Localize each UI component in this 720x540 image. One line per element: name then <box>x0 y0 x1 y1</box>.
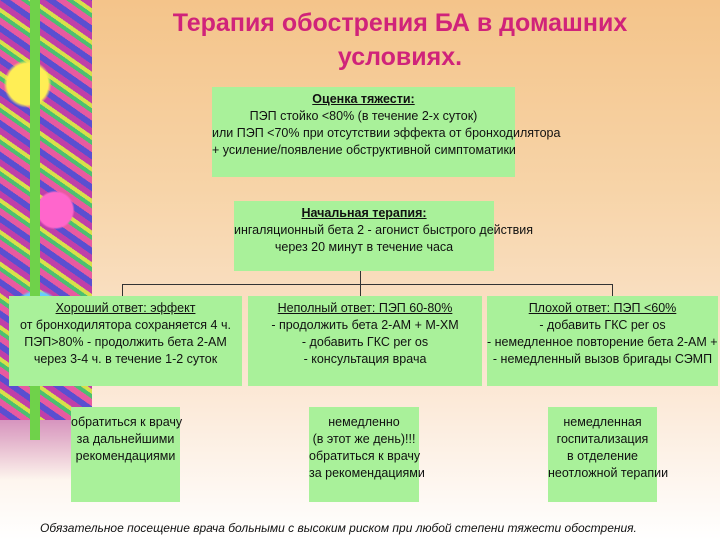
partial-response-line: - консультация врача <box>248 351 482 368</box>
action-line: за рекомендациями <box>309 465 419 482</box>
good-response-line: ПЭП>80% - продолжить бета 2-АМ <box>9 334 242 351</box>
initial-therapy-line: ингаляционный бета 2 - агонист быстрого … <box>234 222 494 239</box>
action-line: госпитализация <box>548 431 657 448</box>
action-line: обратиться к врачу <box>71 414 180 431</box>
connector-left-vertical <box>122 284 123 296</box>
connector-top-horizontal <box>122 284 612 285</box>
action-line: рекомендациями <box>71 448 180 465</box>
initial-therapy-line: через 20 минут в течение часа <box>234 239 494 256</box>
assessment-line: или ПЭП <70% при отсутствии эффекта от б… <box>212 125 515 142</box>
good-response-heading: Хороший ответ: эффект <box>9 300 242 317</box>
action-box-good: обратиться к врачу за дальнейшими рекоме… <box>71 407 180 502</box>
partial-response-line: - добавить ГКС per os <box>248 334 482 351</box>
assessment-line: ПЭП стойко <80% (в течение 2-х суток) <box>212 108 515 125</box>
partial-response-line: - продолжить бета 2-АМ + М-ХМ <box>248 317 482 334</box>
poor-response-heading: Плохой ответ: ПЭП <60% <box>487 300 718 317</box>
poor-response-box: Плохой ответ: ПЭП <60% - добавить ГКС pe… <box>487 296 718 386</box>
poor-response-line: - добавить ГКС per os <box>487 317 718 334</box>
action-line: немедленная <box>548 414 657 431</box>
partial-response-box: Неполный ответ: ПЭП 60-80% - продолжить … <box>248 296 482 386</box>
connector-right-vertical <box>612 284 613 296</box>
action-line: (в этот же день)!!! <box>309 431 419 448</box>
action-box-poor: немедленная госпитализация в отделение н… <box>548 407 657 502</box>
assessment-heading: Оценка тяжести: <box>212 91 515 108</box>
page-title: Терапия обострения БА в домашних условия… <box>95 6 705 74</box>
good-response-line: от бронходилятора сохраняется 4 ч. <box>9 317 242 334</box>
poor-response-line: - немедленное повторение бета 2-АМ + М-Х… <box>487 334 718 351</box>
action-line: за дальнейшими <box>71 431 180 448</box>
action-box-partial: немедленно (в этот же день)!!! обратитьс… <box>309 407 419 502</box>
action-line: обратиться к врачу <box>309 448 419 465</box>
initial-therapy-heading: Начальная терапия: <box>234 205 494 222</box>
assessment-box: Оценка тяжести: ПЭП стойко <80% (в течен… <box>212 87 515 177</box>
good-response-box: Хороший ответ: эффект от бронходилятора … <box>9 296 242 386</box>
action-line: немедленно <box>309 414 419 431</box>
action-line: в отделение <box>548 448 657 465</box>
connector-center-vertical <box>360 271 361 296</box>
initial-therapy-box: Начальная терапия: ингаляционный бета 2 … <box>234 201 494 271</box>
poor-response-line: - немедленный вызов бригады СЭМП <box>487 351 718 368</box>
good-response-line: через 3-4 ч. в течение 1-2 суток <box>9 351 242 368</box>
action-line: неотложной терапии <box>548 465 657 482</box>
partial-response-heading: Неполный ответ: ПЭП 60-80% <box>248 300 482 317</box>
footnote: Обязательное посещение врача больными с … <box>40 521 720 535</box>
assessment-line: + усиление/появление обструктивной симпт… <box>212 142 515 159</box>
